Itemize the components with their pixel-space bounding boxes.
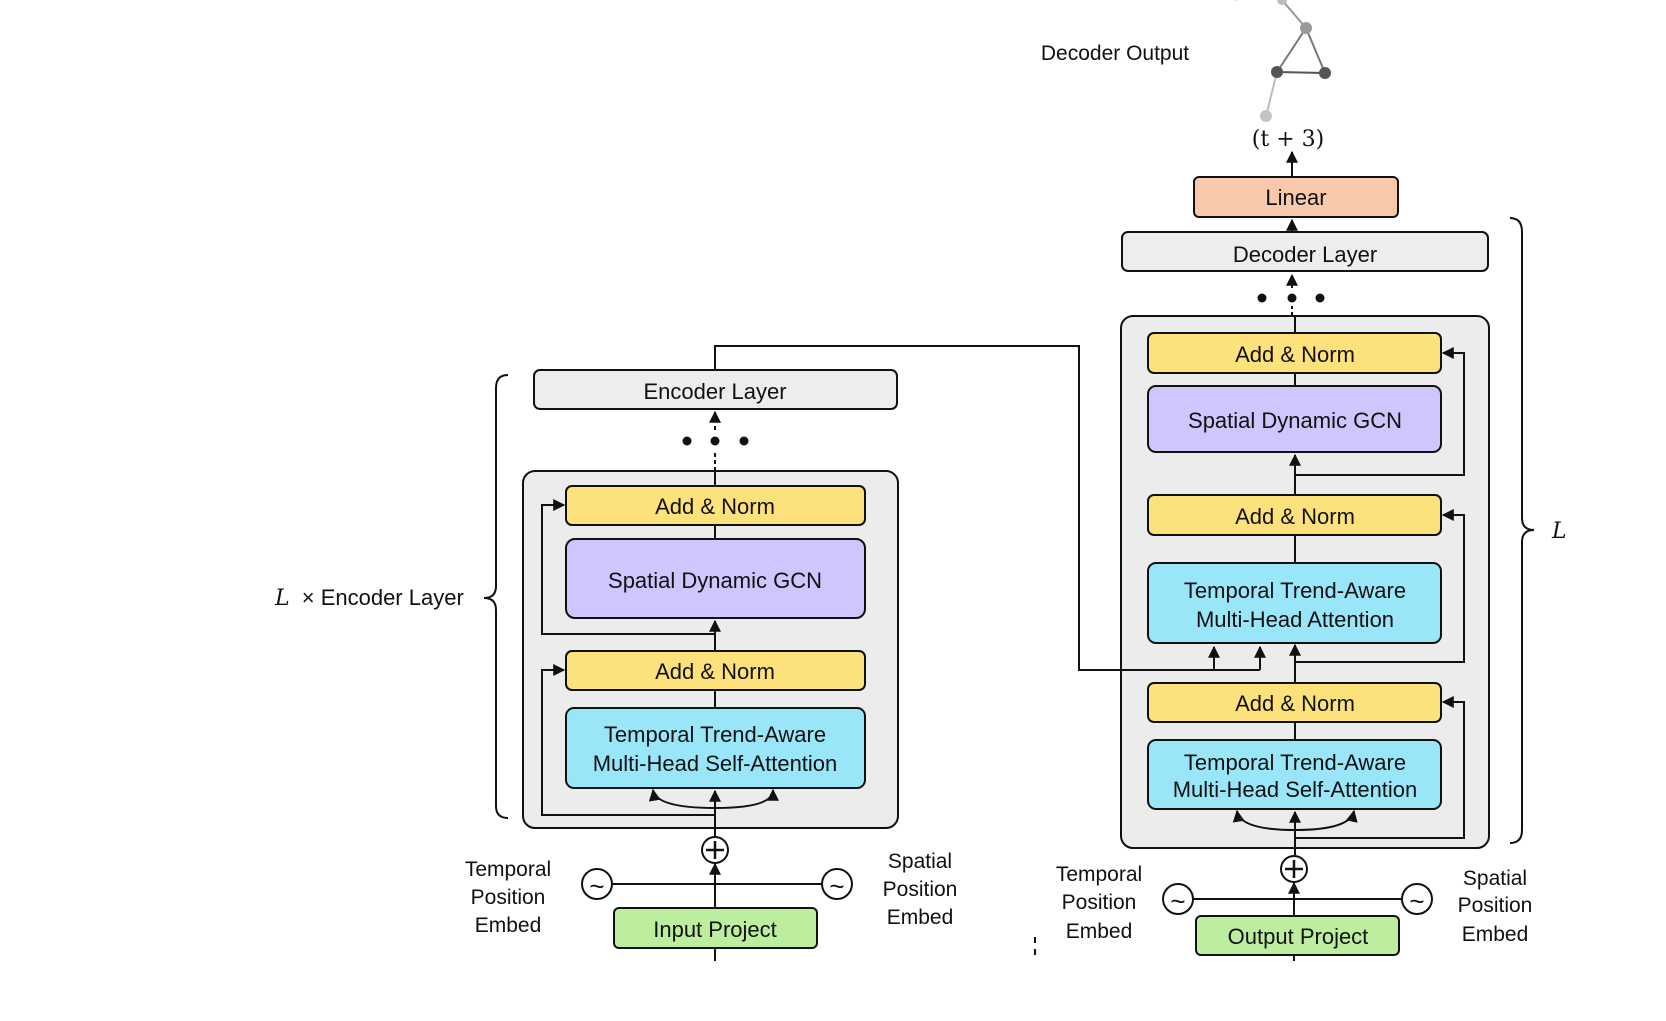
graph-node [1271,66,1283,78]
encoder-layer-label: Encoder Layer [643,379,786,404]
decoder-layer-label: Decoder Layer [1233,242,1377,267]
decoder-add-norm-2 [1147,494,1442,536]
output-project-box [1195,915,1400,956]
decoder-self-attention-line2: Multi-Head Self-Attention [1173,777,1418,802]
decoder-spatial-embed-line3: Embed [1462,923,1529,946]
encoder-repeat-text: × Encoder Layer [302,585,464,610]
encoder-self-attention-line2: Multi-Head Self-Attention [593,751,838,776]
decoder-add-norm-3-label: Add & Norm [1235,691,1355,716]
encoder-add-norm-2-label: Add & Norm [655,659,775,684]
encoder-self-attention-box [565,707,866,789]
decoder-spatial-sine-icon [1401,883,1433,915]
linear-box [1193,176,1399,218]
graph-node [1319,67,1331,79]
output-project-label: Output Project [1228,924,1369,949]
decoder-self-attention-line1: Temporal Trend-Aware [1184,750,1406,775]
decoder-spatial-embed-line1: Spatial [1463,867,1527,890]
encoder-add-norm-1 [565,485,866,526]
decoder-add-norm-2-label: Add & Norm [1235,504,1355,529]
encoder-gcn-label: Spatial Dynamic GCN [608,568,822,593]
encoder-temporal-sine-icon [581,868,613,900]
decoder-temporal-embed-line2: Position [1062,891,1137,914]
encoder-spatial-embed-line2: Position [883,878,958,901]
encoder-repeat-label: L × Encoder Layer [274,585,464,611]
decoder-cross-attention-line2: Multi-Head Attention [1196,607,1394,632]
encoder-add-norm-1-label: Add & Norm [655,494,775,519]
decoder-gcn-label: Spatial Dynamic GCN [1188,408,1402,433]
decoder-temporal-sine-icon [1162,883,1194,915]
decoder-self-attention-box [1147,739,1442,810]
decoder-cross-attention-line1: Temporal Trend-Aware [1184,578,1406,603]
input-project-label: Input Project [653,917,777,942]
decoder-output-label: Decoder Output [1041,42,1189,65]
encoder-temporal-embed-line2: Position [471,886,546,909]
decoder-brace [1509,217,1535,844]
decoder-cross-attention-box [1147,562,1442,644]
decoder-spatial-sine-symbol: ~ [1409,886,1424,916]
decoder-dots [1257,293,1325,303]
encoder-spatial-embed-line3: Embed [887,906,954,929]
decoder-spatial-embed-line2: Position [1458,894,1533,917]
decoder-repeat-label: L [1551,519,1567,544]
decoder-temporal-sine-symbol: ~ [1170,886,1185,916]
decoder-temporal-embed-line3: Embed [1066,920,1133,943]
encoder-add-norm-2 [565,650,866,691]
graph-node [1277,0,1287,5]
decoder-temporal-embed-line1: Temporal [1056,863,1142,886]
input-project-box [613,907,818,949]
decoder-output-graph [1235,0,1331,122]
time-step-label: (t + 3) [1252,127,1324,152]
encoder-brace [483,374,509,819]
encoder-repeat-var: L [274,586,290,611]
decoder-add-norm-1 [1147,332,1442,374]
encoder-self-attention-line1: Temporal Trend-Aware [604,722,826,747]
encoder-temporal-sine-symbol: ~ [589,871,604,901]
decoder-gcn-box [1147,385,1442,453]
graph-node [1260,110,1272,122]
encoder-temporal-embed-line1: Temporal [465,858,551,881]
graph-node [1300,22,1312,34]
encoder-layer-box [533,369,898,410]
decoder-add-norm-3 [1147,682,1442,723]
decoder-layer-box [1121,231,1489,272]
encoder-spatial-sine-icon [821,868,853,900]
linear-label: Linear [1265,185,1326,210]
encoder-spatial-sine-symbol: ~ [829,871,844,901]
encoder-spatial-embed-line1: Spatial [888,850,952,873]
decoder-add-norm-1-label: Add & Norm [1235,342,1355,367]
encoder-temporal-embed-line3: Embed [475,914,542,937]
encoder-gcn-box [565,538,866,619]
encoder-dots [682,436,749,446]
